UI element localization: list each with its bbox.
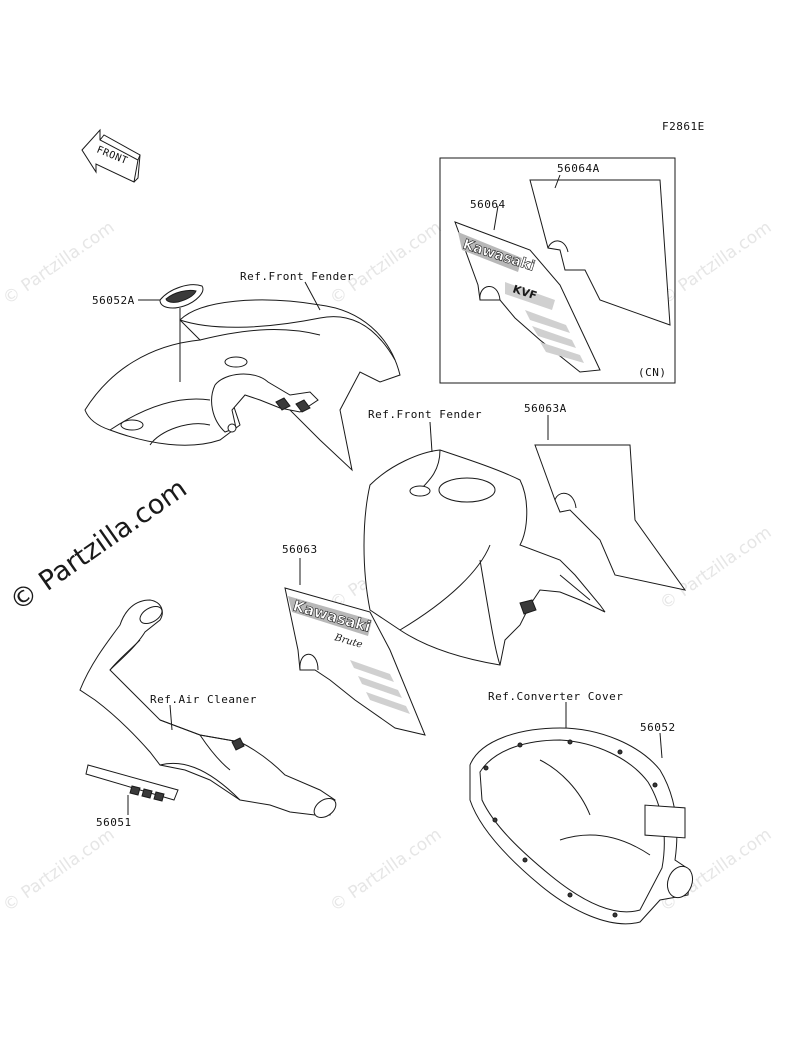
callout-56063A: 56063A [524,402,567,415]
callout-cn: (CN) [638,366,667,379]
rear-fender: 56052A Ref.Front Fender [84,270,401,472]
watermark-large: © Partzilla.com [4,473,192,618]
callout-56052A: 56052A [92,294,135,307]
figure-code: F2861E [662,120,705,133]
air-cleaner: Ref.Air Cleaner 56051 [79,599,337,829]
cn-decal-inset: Kawasaki KVF 56064 56064A (CN) [439,157,676,384]
decal-56063: Kawasaki Brute 56063 [282,543,426,736]
converter-cover: Ref.Converter Cover 56052 [469,690,694,925]
watermark: © Partzilla.com [326,217,445,309]
callout-56064A: 56064A [557,162,600,175]
callout-56064: 56064 [470,198,506,211]
callout-56051: 56051 [96,816,132,829]
callout-ref-converter-cover: Ref.Converter Cover [488,690,623,703]
watermark: © Partzilla.com [656,522,775,614]
callout-56052: 56052 [640,721,676,734]
watermark: © Partzilla.com [656,217,775,309]
front-arrow-icon: FRONT [81,128,141,183]
watermark: © Partzilla.com [326,824,445,916]
callout-ref-front-fender-2: Ref.Front Fender [368,408,482,421]
callout-ref-air-cleaner: Ref.Air Cleaner [150,693,257,706]
front-fender: Ref.Front Fender 56063A [363,402,687,666]
callout-56063: 56063 [282,543,318,556]
watermark: © Partzilla.com [0,824,118,916]
callout-ref-front-fender-1: Ref.Front Fender [240,270,354,283]
